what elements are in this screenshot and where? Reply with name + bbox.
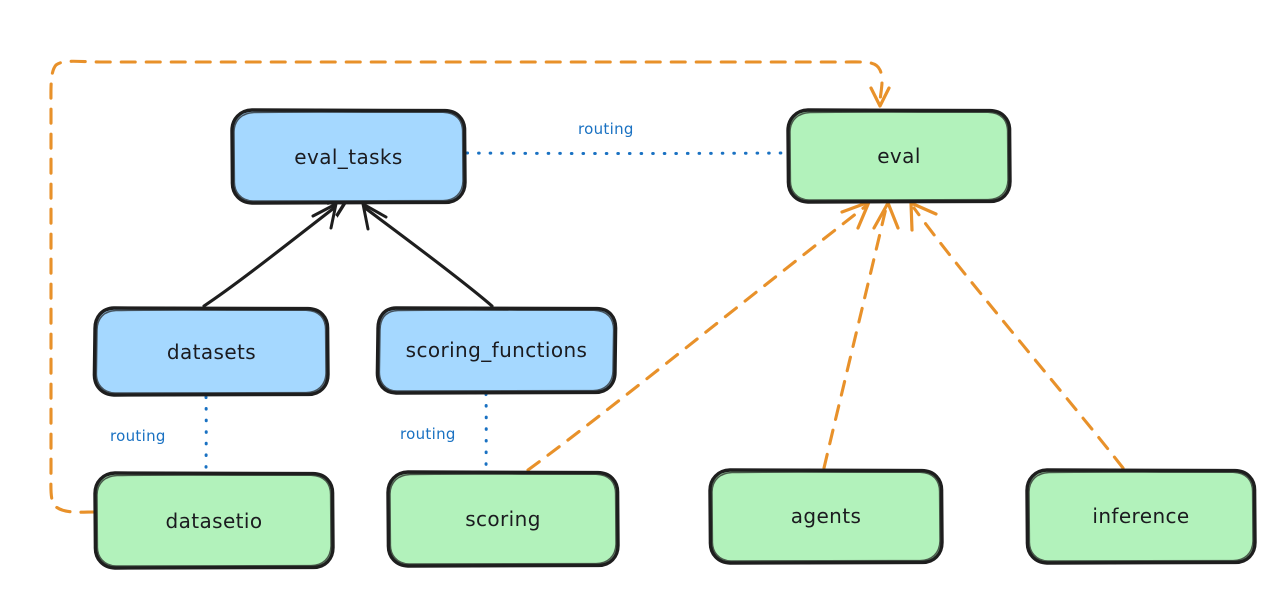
edge-datasetio-eval: [49, 59, 891, 514]
node-hit-datasets[interactable]: [95, 308, 328, 395]
node-eval-tasks[interactable]: [230, 108, 467, 205]
node-datasetio[interactable]: [93, 471, 335, 570]
node-hit-eval-tasks[interactable]: [232, 110, 465, 203]
edge-scoring-functions-eval-tasks: [361, 202, 494, 308]
node-scoring-functions[interactable]: [375, 306, 618, 395]
node-hit-scoring-functions[interactable]: [378, 308, 615, 392]
node-hit-eval[interactable]: [788, 110, 1010, 202]
edge-agents-eval: [822, 201, 900, 470]
node-scoring[interactable]: [386, 470, 620, 568]
node-datasets[interactable]: [92, 306, 330, 397]
node-hit-scoring[interactable]: [388, 472, 618, 565]
node-agents[interactable]: [708, 468, 944, 565]
node-eval[interactable]: [786, 108, 1012, 204]
edge-inference-eval: [909, 201, 1125, 470]
node-inference[interactable]: [1025, 468, 1257, 565]
node-hit-agents[interactable]: [710, 470, 942, 562]
edge-datasets-eval-tasks: [202, 204, 336, 308]
node-hit-inference[interactable]: [1027, 470, 1255, 562]
node-hit-datasetio[interactable]: [95, 473, 333, 568]
